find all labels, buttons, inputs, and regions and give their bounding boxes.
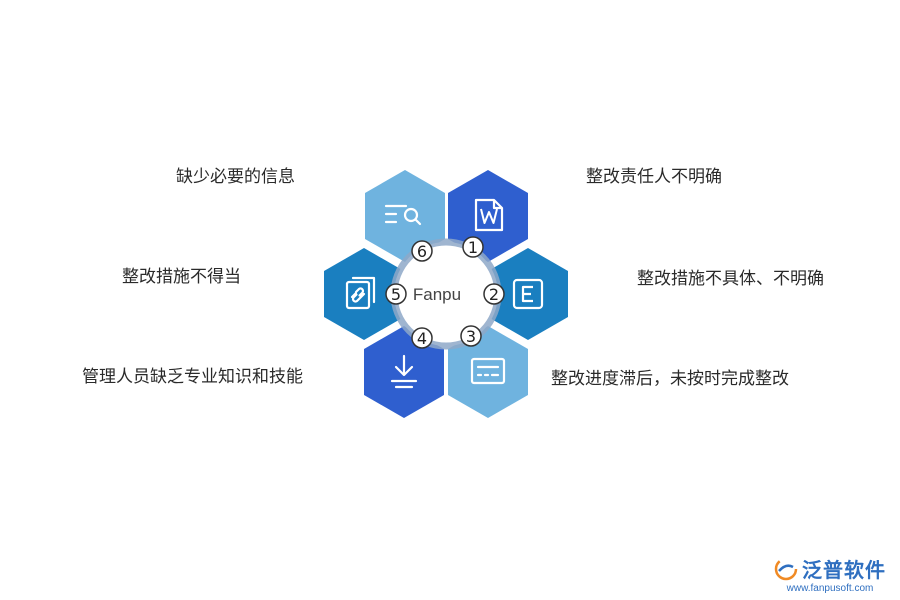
- hexagon-item-6: [365, 170, 445, 262]
- svg-text:3: 3: [466, 327, 476, 346]
- svg-text:6: 6: [417, 242, 427, 261]
- label-item-2: 整改措施不具体、不明确: [637, 269, 824, 289]
- hexagon-3-shape: [448, 326, 528, 418]
- svg-text:5: 5: [391, 285, 401, 304]
- label-item-1: 整改责任人不明确: [586, 167, 722, 187]
- brand-url: www.fanpusoft.com: [786, 583, 874, 594]
- badge-5: 5: [385, 283, 407, 305]
- letter-e-document-icon: [512, 278, 544, 310]
- svg-text:4: 4: [417, 329, 427, 348]
- link-documents-icon: [345, 276, 376, 310]
- badge-3: 3: [460, 325, 482, 347]
- svg-text:2: 2: [489, 285, 499, 304]
- hexagon-item-3: [448, 326, 528, 418]
- label-item-5: 整改措施不得当: [122, 267, 241, 287]
- word-document-icon: [474, 198, 504, 232]
- label-item-6: 缺少必要的信息: [176, 167, 295, 187]
- brand-name: 泛普软件: [802, 558, 886, 582]
- center-inner: [400, 248, 492, 340]
- hexagon-item-2: [488, 248, 568, 340]
- badge-1: 1: [462, 236, 484, 258]
- brand-logo: 泛普软件 www.fanpusoft.com: [774, 554, 886, 594]
- hexagon-item-5: [324, 248, 404, 340]
- svg-text:1: 1: [468, 238, 478, 257]
- badge-2: 2: [483, 283, 505, 305]
- fanpu-logo-icon: [774, 557, 798, 580]
- badge-4: 4: [411, 327, 433, 349]
- center-label: Fanpu: [413, 285, 461, 304]
- form-card-icon: [470, 357, 506, 385]
- search-list-icon: [384, 204, 422, 226]
- label-item-4: 管理人员缺乏专业知识和技能: [82, 367, 303, 387]
- badge-6: 6: [411, 240, 433, 262]
- hexagon-item-4: [364, 326, 444, 418]
- label-item-3: 整改进度滞后，未按时完成整改: [551, 369, 789, 389]
- download-icon: [390, 354, 418, 389]
